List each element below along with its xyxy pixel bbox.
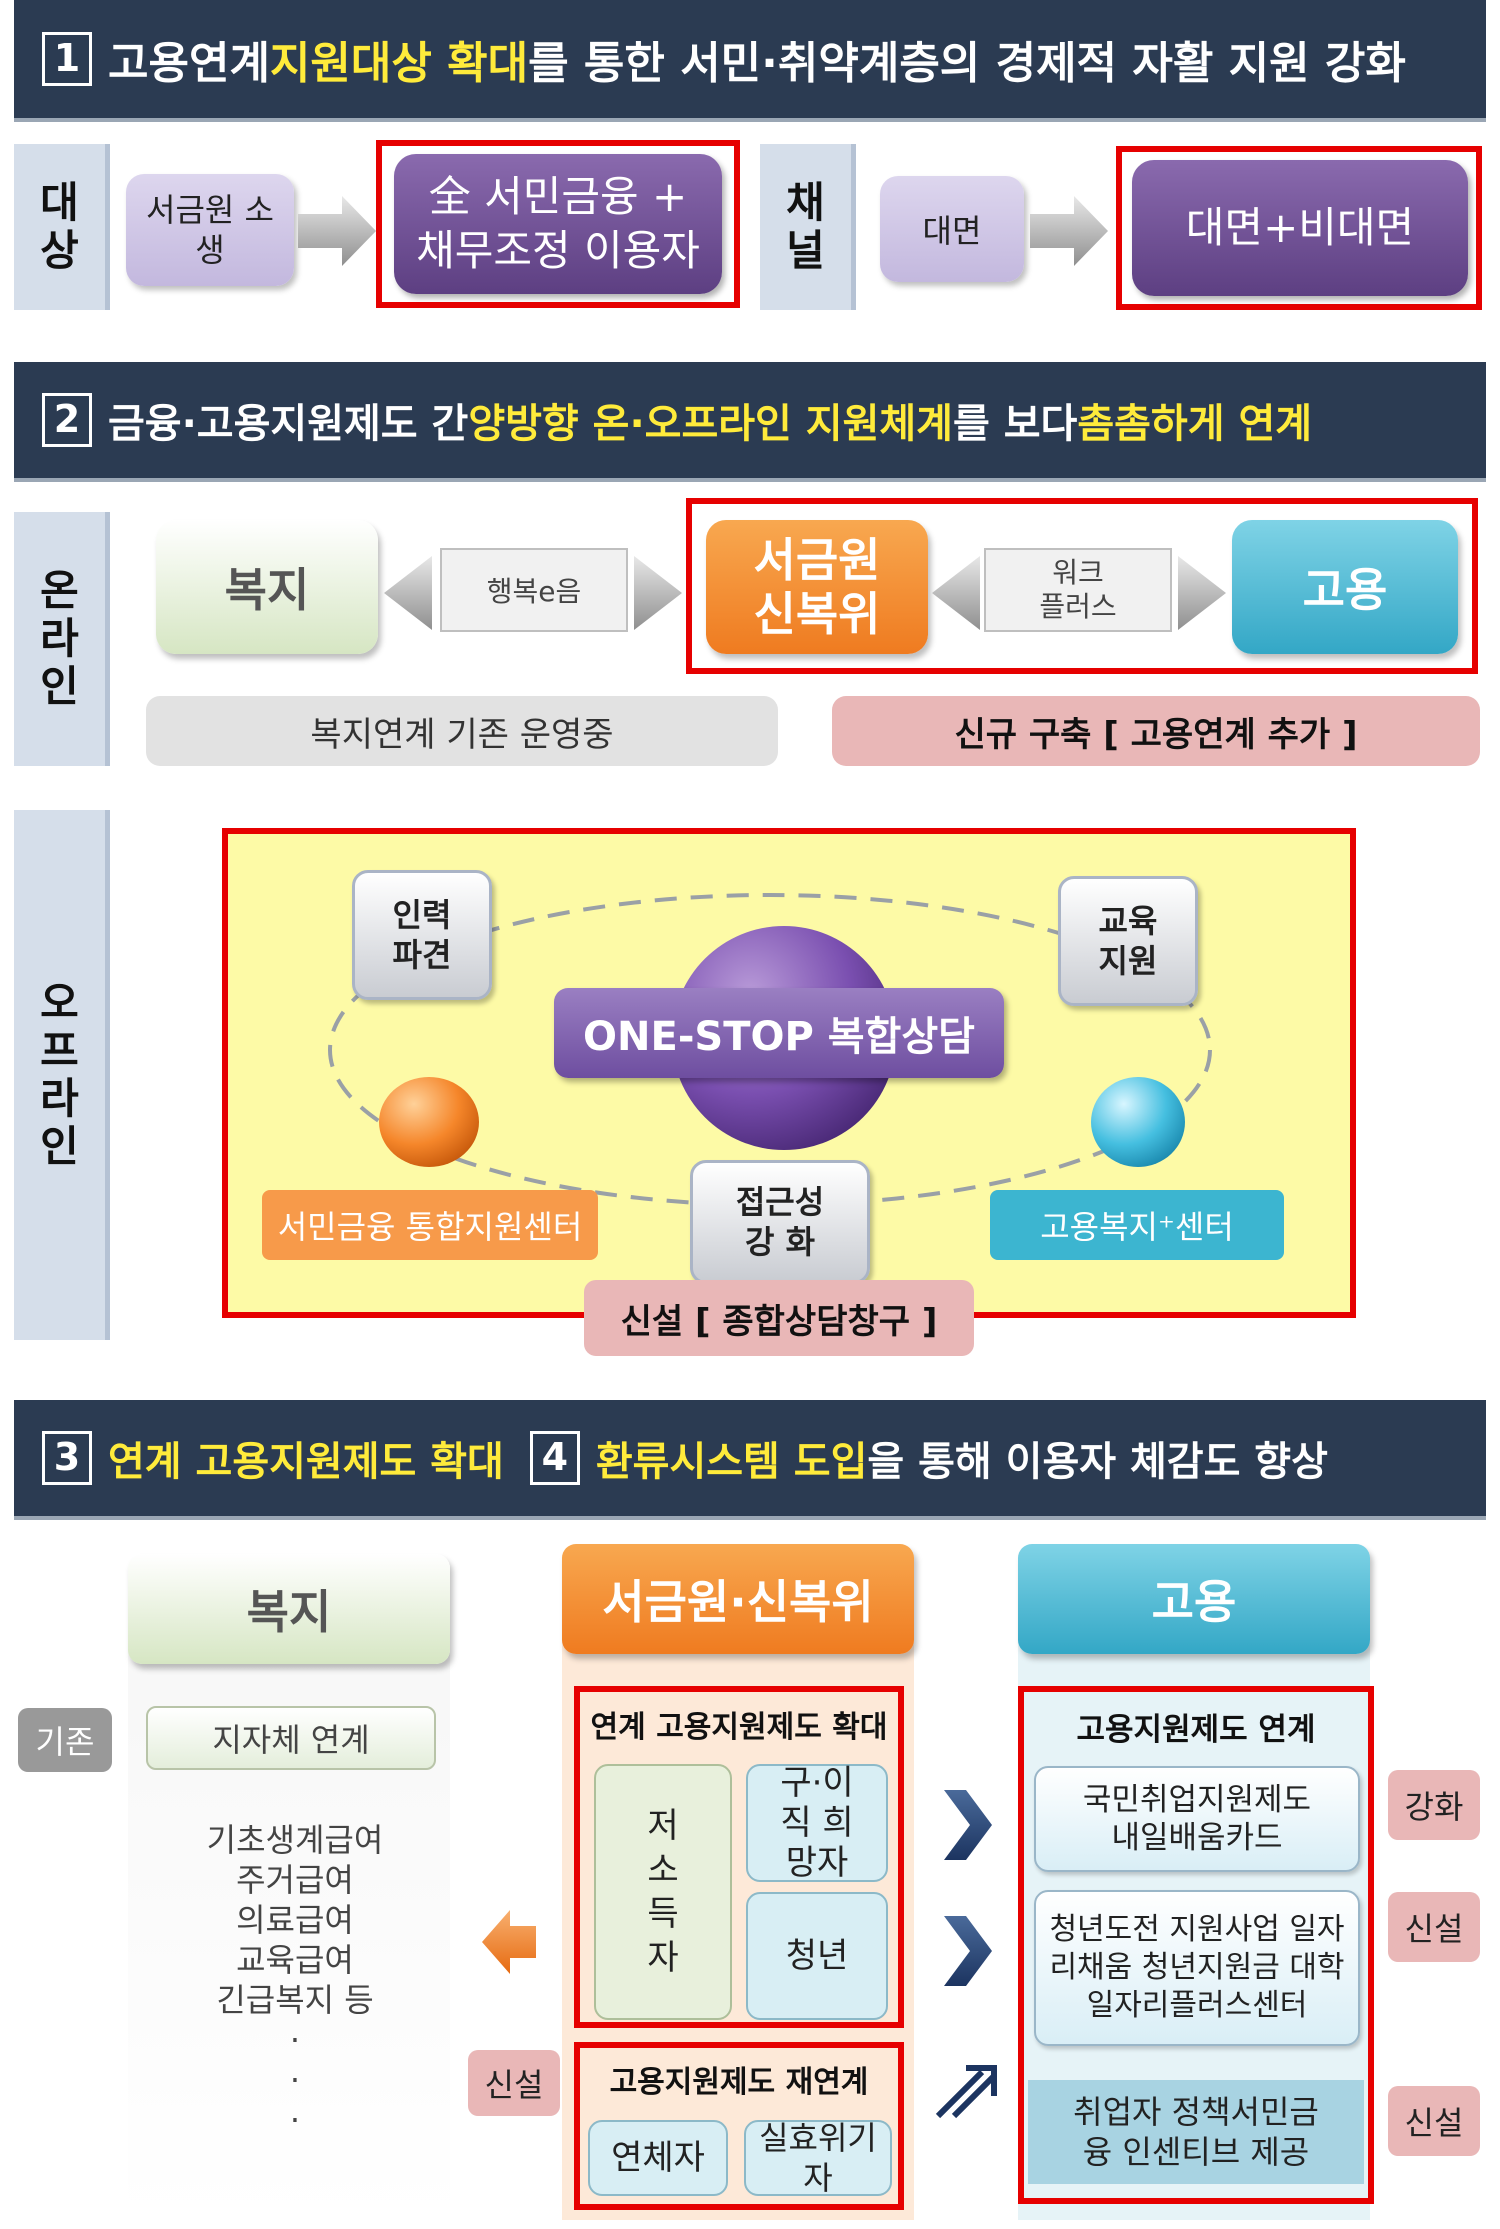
channel-label: 채널: [760, 144, 856, 310]
col-sgw-head: 서금원·신복위: [562, 1544, 914, 1654]
tag-existing: 기존: [18, 1708, 112, 1772]
target-label: 대상: [14, 144, 110, 310]
tag-new-youth: 신설: [1388, 1892, 1480, 1962]
welfare-item: ·: [289, 2061, 301, 2099]
tag-new-relink: 신설: [468, 2050, 560, 2116]
welfare-left-arrow: [384, 556, 432, 630]
online-new-frame: [686, 498, 1478, 674]
orange-sphere: [379, 1077, 479, 1167]
expand-frame: [574, 1686, 904, 2028]
new-window-note: 신설 [ 종합상담창구 ]: [584, 1280, 974, 1356]
channel-from-box: 대면: [880, 176, 1024, 282]
section3-title-highlight2: 환류시스템 도입: [595, 1439, 868, 1485]
new-build-note: 신규 구축 [ 고용연계 추가 ]: [832, 696, 1480, 766]
online-sgw-node: 서금원 신복위: [706, 520, 928, 654]
emp-link-title: 고용지원제도 연계: [1076, 1711, 1316, 1748]
feedback-left-arrow: [482, 1910, 536, 1974]
welfare-item: ·: [289, 2021, 301, 2059]
channel-highlight-frame: [1116, 146, 1482, 310]
welfare-item: 긴급복지 등: [216, 1981, 374, 2019]
local-gov-link: 지자체 연계: [146, 1706, 436, 1770]
welfare-item: 교육급여: [236, 1941, 354, 1979]
access-tile: 접근성 강 화: [690, 1160, 870, 1284]
section1-title-post: 를 통한 서민·취약계층의 경제적 자활 지원 강화: [528, 38, 1406, 89]
orbit-ellipse: [328, 893, 1212, 1207]
online-welfare-node: 복지: [156, 520, 378, 654]
section1-number: 1: [42, 32, 92, 86]
section3-title-highlight1: 연계 고용지원제도 확대: [108, 1439, 504, 1485]
target-from-box: 서금원 소생: [126, 174, 294, 286]
online-label: 온라인: [14, 512, 110, 766]
target-highlight-frame: [376, 140, 740, 308]
tag-strengthen: 강화: [1388, 1770, 1480, 1840]
target-arrow: [298, 196, 376, 266]
col-welfare-head: 복지: [128, 1554, 450, 1664]
target-to-box: 全 서민금융 + 채무조정 이용자: [394, 154, 722, 294]
section2-title-highlight1: 양방향 온·오프라인 지원체계: [468, 401, 953, 447]
worknet-left-arrow: [932, 556, 980, 630]
happy-e-label: 행복e음: [440, 548, 628, 632]
section2-title-highlight2: 촘촘하게 연계: [1077, 401, 1313, 447]
channel-arrow: [1030, 196, 1108, 266]
emp-item-1: 국민취업지원제도 내일배움카드: [1034, 1766, 1360, 1872]
blue-sphere: [1091, 1077, 1185, 1167]
youth-cell: 청년: [746, 1892, 888, 2020]
online-employment-node: 고용: [1232, 520, 1458, 654]
emp-item-3: 취업자 정책서민금융 인센티브 제공: [1028, 2080, 1364, 2184]
center-right-label: 고용복지⁺센터: [990, 1190, 1284, 1260]
welfare-item: 기초생계급여: [206, 1821, 384, 1859]
welfare-item: 의료급여: [236, 1901, 354, 1939]
link-arrow-2: [944, 1916, 992, 1986]
center-left-label: 서민금융 통합지원센터: [262, 1190, 598, 1260]
emp-item-2: 청년도전 지원사업 일자리채움 청년지원금 대학일자리플러스센터: [1034, 1890, 1360, 2046]
delinquent-cell: 연체자: [588, 2120, 728, 2196]
one-stop-label: ONE-STOP 복합상담: [554, 988, 1004, 1078]
section3-number: 3: [42, 1431, 92, 1485]
worknet-label: 워크 플러스: [984, 548, 1172, 632]
low-income-cell: 저소득자: [594, 1764, 732, 2020]
relink-title: 고용지원제도 재연계: [609, 2065, 869, 2100]
section3-title-post: 을 통해 이용자 체감도 향상: [867, 1439, 1328, 1485]
emp-link-frame: [1018, 1686, 1374, 2204]
education-tile: 교육 지원: [1058, 876, 1198, 1006]
col-emp-head: 고용: [1018, 1544, 1370, 1654]
manpower-tile: 인력 파견: [352, 870, 492, 1000]
worknet-right-arrow: [1178, 556, 1226, 630]
unemployed-cell: 실효위기자: [744, 2119, 892, 2197]
link-arrow-1: [944, 1790, 992, 1860]
existing-note: 복지연계 기존 운영중: [146, 696, 778, 766]
expand-title: 연계 고용지원제도 확대: [590, 1710, 888, 1745]
section1-title-highlight: 지원대상 확대: [269, 38, 529, 89]
job-seeker-cell: 구·이직 희망자: [746, 1763, 888, 1883]
section2-number: 2: [42, 393, 92, 447]
section1-title-pre: 고용연계: [108, 38, 270, 89]
offline-label: 오프라인: [14, 810, 110, 1340]
section4-number: 4: [529, 1431, 580, 1485]
welfare-item: 주거급여: [236, 1861, 354, 1899]
tag-new-incentive: 신설: [1388, 2086, 1480, 2156]
welfare-list: 기초생계급여 주거급여 의료급여 교육급여 긴급복지 등 · · ·: [150, 1820, 440, 2140]
section2-title-pre: 금융·고용지원제도 간: [108, 401, 469, 447]
link-arrow-diagonal: [935, 2065, 997, 2119]
relink-frame: [574, 2042, 904, 2210]
welfare-item: ·: [289, 2101, 301, 2139]
section2-title-mid: 를 보다: [952, 401, 1078, 447]
channel-to-box: 대면+비대면: [1132, 160, 1468, 296]
happy-e-right-arrow: [634, 556, 682, 630]
